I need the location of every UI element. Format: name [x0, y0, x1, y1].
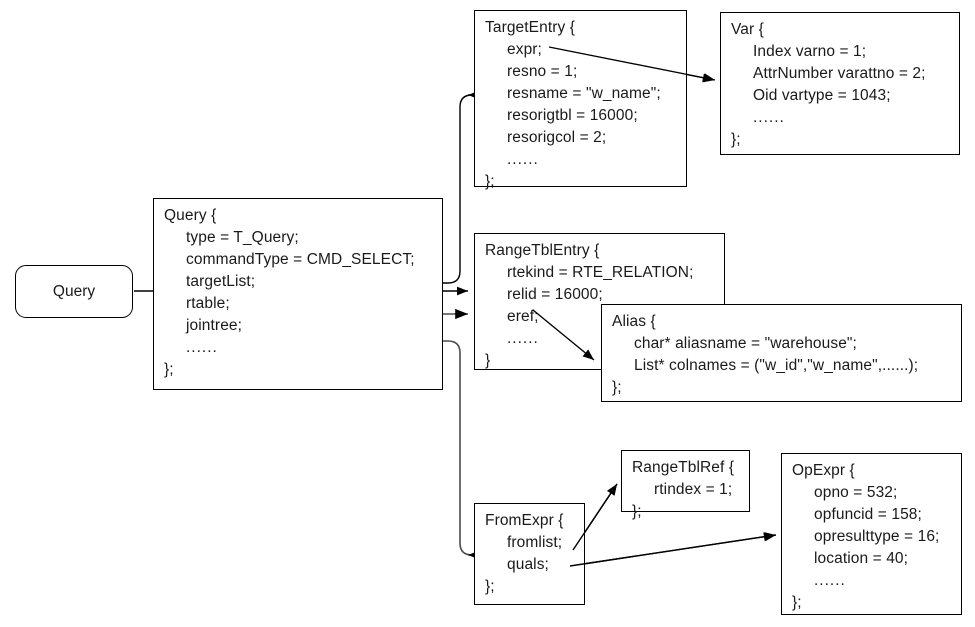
node-target-entry-lines: TargetEntry { expr; resno = 1; resname =…	[485, 17, 682, 193]
node-var-line-1: Index varno = 1;	[753, 43, 867, 60]
node-var-line-5: };	[731, 131, 741, 148]
node-from-expr-lines: FromExpr { fromlist; quals; };	[485, 510, 580, 598]
node-query-entry[interactable]: Query	[15, 265, 133, 318]
node-from-expr-line-2: quals;	[507, 556, 549, 573]
node-target-entry-line-7: };	[485, 173, 495, 190]
node-range-tbl-entry-lines: RangeTblEntry { rtekind = RTE_RELATION; …	[485, 240, 720, 372]
node-from-expr-line-1: fromlist;	[507, 534, 563, 551]
node-target-entry-line-6: ......	[507, 151, 539, 168]
node-query-entry-label: Query	[52, 282, 96, 300]
node-op-expr-line-5: ......	[814, 572, 846, 589]
node-var-line-2: AttrNumber varattno = 2;	[753, 65, 926, 82]
node-from-expr-line-0: FromExpr {	[485, 512, 564, 529]
node-op-expr[interactable]: OpExpr { opno = 532; opfuncid = 158; opr…	[781, 453, 962, 615]
node-range-tbl-entry[interactable]: RangeTblEntry { rtekind = RTE_RELATION; …	[474, 233, 725, 370]
node-range-tbl-ref-line-0: RangeTblRef {	[632, 459, 735, 476]
node-target-entry-line-1: expr;	[507, 41, 542, 58]
edge-quals-to-opexpr	[569, 532, 776, 567]
node-target-entry-line-3: resname = "w_name";	[507, 85, 661, 102]
node-var[interactable]: Var { Index varno = 1; AttrNumber varatt…	[720, 12, 960, 155]
node-op-expr-line-4: location = 40;	[814, 550, 909, 567]
node-op-expr-lines: OpExpr { opno = 532; opfuncid = 158; opr…	[792, 460, 957, 614]
node-op-expr-line-1: opno = 532;	[814, 484, 898, 501]
node-alias-line-2: List* colnames = ("w_id","w_name",......…	[634, 357, 919, 374]
node-op-expr-line-3: opresulttype = 16;	[814, 528, 940, 545]
node-range-tbl-ref-line-1: rtindex = 1;	[654, 481, 733, 498]
node-alias-lines: Alias { char* aliasname = "warehouse"; L…	[612, 311, 957, 399]
node-query-line-3: targetList;	[186, 273, 256, 290]
node-range-tbl-entry-line-1: rtekind = RTE_RELATION;	[507, 264, 694, 281]
node-alias-line-3: };	[612, 379, 622, 396]
node-var-line-4: ......	[753, 109, 785, 126]
node-alias[interactable]: Alias { char* aliasname = "warehouse"; L…	[601, 304, 962, 402]
node-range-tbl-ref-line-2: };	[632, 503, 642, 520]
node-range-tbl-entry-line-4: ......	[507, 330, 539, 347]
node-var-lines: Var { Index varno = 1; AttrNumber varatt…	[731, 19, 955, 151]
node-from-expr[interactable]: FromExpr { fromlist; quals; };	[474, 503, 585, 605]
node-var-line-0: Var {	[731, 21, 764, 38]
node-op-expr-line-2: opfuncid = 158;	[814, 506, 922, 523]
node-target-entry-line-4: resorigtbl = 16000;	[507, 107, 638, 124]
node-from-expr-line-3: };	[485, 578, 495, 595]
node-range-tbl-ref-lines: RangeTblRef { rtindex = 1; };	[632, 457, 745, 523]
node-query-line-0: Query {	[164, 207, 217, 224]
node-query-line-1: type = T_Query;	[186, 229, 299, 246]
node-range-tbl-entry-line-0: RangeTblEntry {	[485, 242, 600, 259]
node-range-tbl-ref[interactable]: RangeTblRef { rtindex = 1; };	[621, 450, 750, 520]
node-op-expr-line-0: OpExpr {	[792, 462, 855, 479]
node-alias-line-1: char* aliasname = "warehouse";	[634, 335, 857, 352]
node-target-entry[interactable]: TargetEntry { expr; resno = 1; resname =…	[474, 10, 687, 190]
node-query-line-6: ......	[186, 339, 218, 356]
edge-quals-to-opexpr-head	[569, 532, 777, 567]
node-var-line-3: Oid vartype = 1043;	[753, 87, 891, 104]
node-range-tbl-entry-line-3: eref;	[507, 308, 539, 325]
node-target-entry-line-2: resno = 1;	[507, 63, 578, 80]
node-alias-line-0: Alias {	[612, 313, 656, 330]
node-target-entry-line-0: TargetEntry {	[485, 19, 576, 36]
node-query-line-4: rtable;	[186, 295, 230, 312]
node-query-line-5: jointree;	[186, 317, 243, 334]
node-op-expr-line-6: };	[792, 594, 802, 611]
node-range-tbl-entry-line-2: relid = 16000;	[507, 286, 603, 303]
node-target-entry-line-5: resorigcol = 2;	[507, 129, 607, 146]
node-range-tbl-entry-line-5: }	[485, 352, 491, 369]
node-query-line-2: commandType = CMD_SELECT;	[186, 251, 415, 268]
node-query-lines: Query { type = T_Query; commandType = CM…	[164, 205, 438, 381]
node-query-line-7: };	[164, 361, 174, 378]
node-query[interactable]: Query { type = T_Query; commandType = CM…	[153, 198, 443, 390]
